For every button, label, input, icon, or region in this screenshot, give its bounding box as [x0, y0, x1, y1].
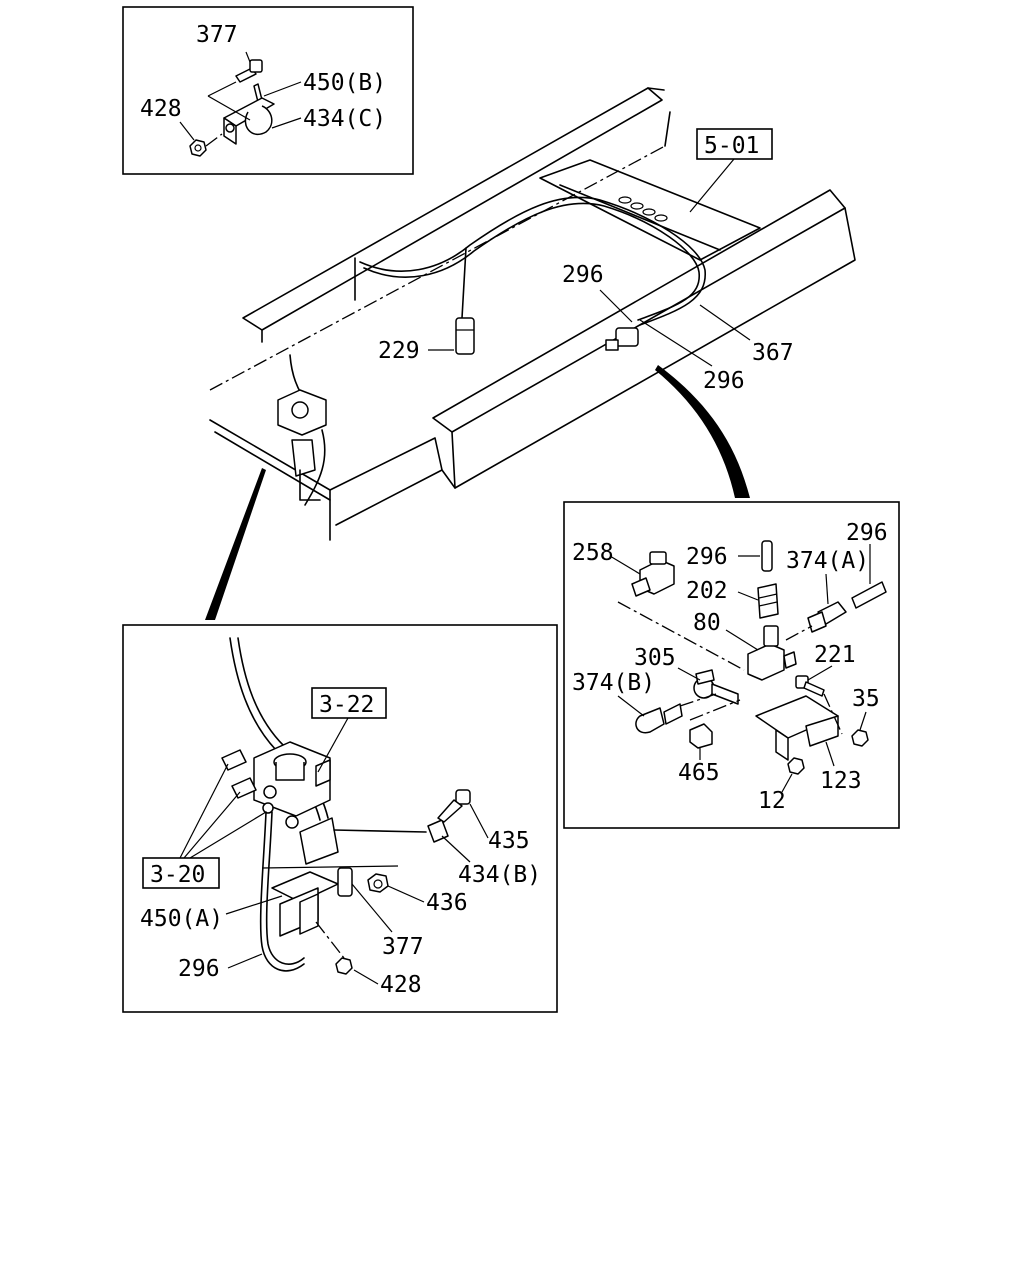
inset-right: 258 296 296 374(A) 202 80 305 221 374(B)… — [563, 501, 900, 829]
label-374b: 374(B) — [572, 670, 655, 696]
label-221: 221 — [814, 642, 856, 668]
label-377-bottom: 377 — [382, 934, 424, 960]
inset-top-left: 377 450(B) 428 434(C) — [122, 6, 414, 175]
label-367: 367 — [752, 340, 794, 366]
label-436: 436 — [426, 890, 468, 916]
label-258: 258 — [572, 540, 614, 566]
label-450a: 450(A) — [140, 906, 223, 932]
label-428-bottom: 428 — [380, 972, 422, 998]
label-80: 80 — [693, 610, 721, 636]
label-434c: 434(C) — [303, 106, 386, 132]
label-296-right-top: 296 — [846, 520, 888, 546]
label-123: 123 — [820, 768, 862, 794]
ref-3-20-label: 3-20 — [150, 862, 205, 888]
ref-3-22-label: 3-22 — [319, 692, 374, 718]
reference-5-01: 5-01 — [689, 128, 773, 213]
label-296-right-mid: 296 — [686, 544, 728, 570]
label-296-upper: 296 — [562, 262, 604, 288]
label-202: 202 — [686, 578, 728, 604]
label-229: 229 — [378, 338, 420, 364]
label-465: 465 — [678, 760, 720, 786]
label-434b: 434(B) — [458, 862, 541, 888]
label-296-lower: 296 — [703, 368, 745, 394]
ref-5-01-label: 5-01 — [704, 133, 759, 159]
chassis-frame-drawing — [205, 87, 856, 620]
label-428-top: 428 — [140, 96, 182, 122]
label-450b: 450(B) — [303, 70, 386, 96]
label-377-top: 377 — [196, 22, 238, 48]
label-374a: 374(A) — [786, 548, 869, 574]
label-296-bottom: 296 — [178, 956, 220, 982]
label-35: 35 — [852, 686, 880, 712]
label-435: 435 — [488, 828, 530, 854]
overview-labels: 296 229 367 296 — [378, 262, 794, 394]
label-12: 12 — [758, 788, 786, 814]
label-305: 305 — [634, 645, 676, 671]
inset-bottom-left: 3-22 3-20 435 434(B) 450(A) 436 377 296 … — [122, 624, 558, 1013]
